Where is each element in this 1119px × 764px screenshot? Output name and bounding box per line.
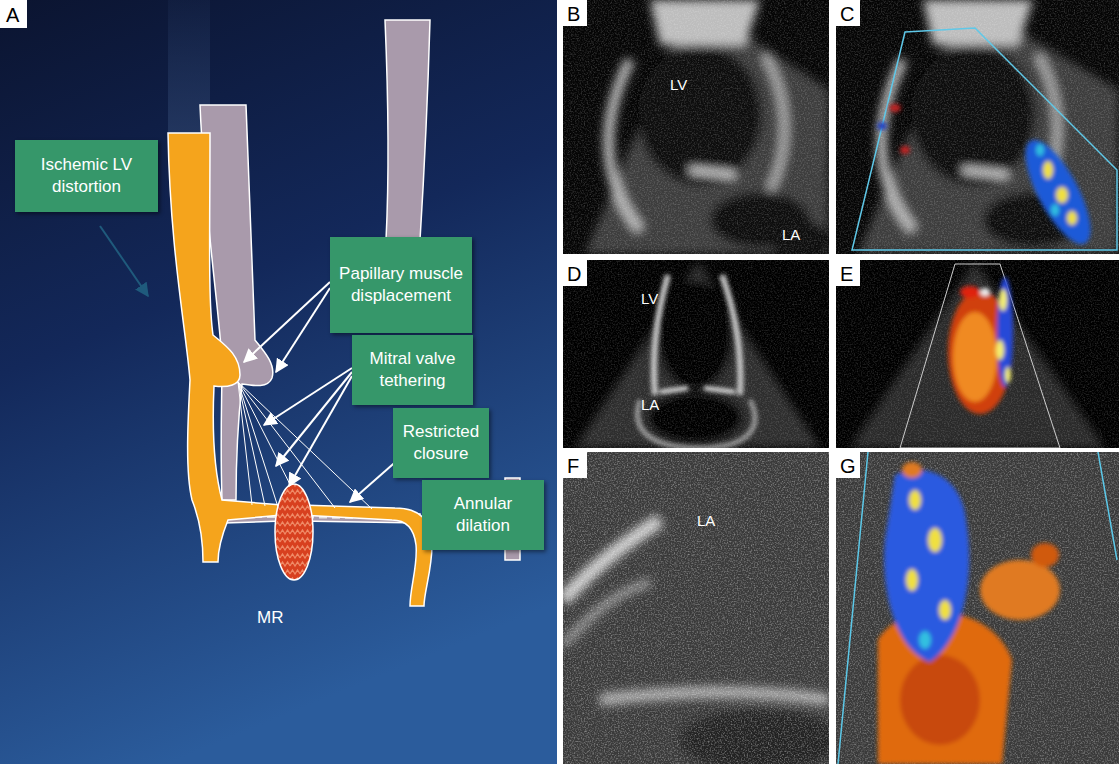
echo-color-image xyxy=(928,528,942,552)
chamber-label: LV xyxy=(670,76,687,94)
panel-letter: E xyxy=(840,262,853,286)
leader-arrows xyxy=(289,376,352,486)
panel-letter-ground xyxy=(836,0,860,26)
echo-color-image xyxy=(877,104,1103,253)
chordae xyxy=(238,382,265,506)
panel-a-illustration xyxy=(0,0,557,764)
echo-color-image xyxy=(889,104,901,112)
echo-color-image xyxy=(1067,211,1077,225)
echo-color-image xyxy=(900,264,1060,448)
echo-color-image xyxy=(836,452,1119,764)
echo-color-image xyxy=(836,452,1119,764)
panel-letter-ground xyxy=(563,260,587,286)
echo-color-image xyxy=(836,260,1119,448)
callout-text: Papillary muscle displacement xyxy=(338,263,464,307)
callout-box: Papillary muscle displacement xyxy=(330,237,472,333)
normal-lv-wall xyxy=(385,20,430,240)
chamber-label: LA xyxy=(641,396,659,414)
leader-arrows xyxy=(276,372,352,466)
callout-box: Restricted closure xyxy=(393,408,489,478)
panel-letter: D xyxy=(567,262,581,286)
echo-color-image xyxy=(999,289,1007,311)
echo-image xyxy=(563,0,829,254)
normal-wall xyxy=(200,20,520,560)
panel-letter: A xyxy=(6,3,19,27)
panel-letter-ground xyxy=(836,452,860,478)
echo-color-image xyxy=(997,277,1013,387)
echo-color-image xyxy=(1036,144,1044,156)
echo-color-image xyxy=(1031,543,1059,567)
echo-image xyxy=(563,452,829,764)
callout-box: Mitral valve tethering xyxy=(352,335,473,405)
echo-color-image xyxy=(836,452,1119,764)
echo-image xyxy=(563,452,829,764)
echo-color-image xyxy=(919,631,931,649)
echo-color-image xyxy=(836,260,1119,448)
echo-color-image xyxy=(980,288,990,296)
echo-color-image xyxy=(900,146,910,154)
echo-image xyxy=(563,260,829,448)
chordae xyxy=(238,382,252,505)
echo-color-image xyxy=(836,0,1119,254)
echo-color-image xyxy=(948,290,1012,414)
panel-background xyxy=(0,0,557,764)
leader-arrows xyxy=(276,288,330,372)
echo-color-image xyxy=(902,462,922,478)
panel-letter-ground xyxy=(563,452,587,478)
panel-letter: G xyxy=(840,454,856,478)
echo-color-image xyxy=(996,340,1004,360)
echo-color-image xyxy=(1043,161,1053,179)
leader-arrows xyxy=(264,368,352,425)
regurgitant-jet xyxy=(275,484,313,580)
ischemic-lv-wall xyxy=(168,133,282,562)
echo-color-image xyxy=(980,560,1060,620)
echo-color-image xyxy=(909,490,921,510)
panel-letter-ground xyxy=(563,0,587,26)
echo-color-image xyxy=(948,277,1013,414)
chamber-label: LA xyxy=(782,226,800,244)
callout-text: Ischemic LV distortion xyxy=(23,154,150,198)
panel-letter-ground xyxy=(0,0,27,28)
chamber-label: LV xyxy=(641,290,658,308)
callout-text: Restricted closure xyxy=(401,421,481,465)
echo-image xyxy=(563,260,829,448)
echo-color-image xyxy=(900,655,980,745)
leader-arrows xyxy=(244,282,330,362)
echo-image xyxy=(563,0,829,254)
echo-color-image xyxy=(1056,187,1068,203)
echo-color-image xyxy=(1013,131,1103,252)
echo-color-image xyxy=(836,0,1119,254)
echo-color-image xyxy=(878,462,1060,764)
panel-letter: F xyxy=(567,454,579,478)
callout-text: Mitral valve tethering xyxy=(360,348,465,392)
chamber-label: LA xyxy=(697,512,715,530)
panel-letter: B xyxy=(567,2,580,26)
ischemic-leaflet xyxy=(300,505,432,606)
echo-color-image xyxy=(939,600,951,620)
leader-arrow xyxy=(100,226,148,296)
callout-box: Annular dilation xyxy=(422,480,544,550)
echo-color-image xyxy=(1005,367,1011,383)
echo-color-image xyxy=(836,260,1119,448)
panel-letter-ground xyxy=(0,0,860,478)
jet-label: MR xyxy=(257,608,283,628)
panel-letter: C xyxy=(840,2,854,26)
panel-letter-ground xyxy=(836,260,860,286)
echo-color-image xyxy=(906,569,918,591)
callout-text: Annular dilation xyxy=(430,493,536,537)
echo-image xyxy=(563,452,829,764)
echo-color-image xyxy=(960,286,980,298)
echo-image xyxy=(563,0,829,254)
echo-color-image xyxy=(838,452,1117,764)
echo-color-image xyxy=(884,470,969,662)
echo-color-image xyxy=(836,0,1119,254)
echo-color-image xyxy=(1051,204,1059,216)
echo-image xyxy=(563,260,829,448)
echo-color-image xyxy=(877,122,887,130)
echo-color-image xyxy=(953,312,997,402)
callout-box: Ischemic LV distortion xyxy=(15,140,158,212)
